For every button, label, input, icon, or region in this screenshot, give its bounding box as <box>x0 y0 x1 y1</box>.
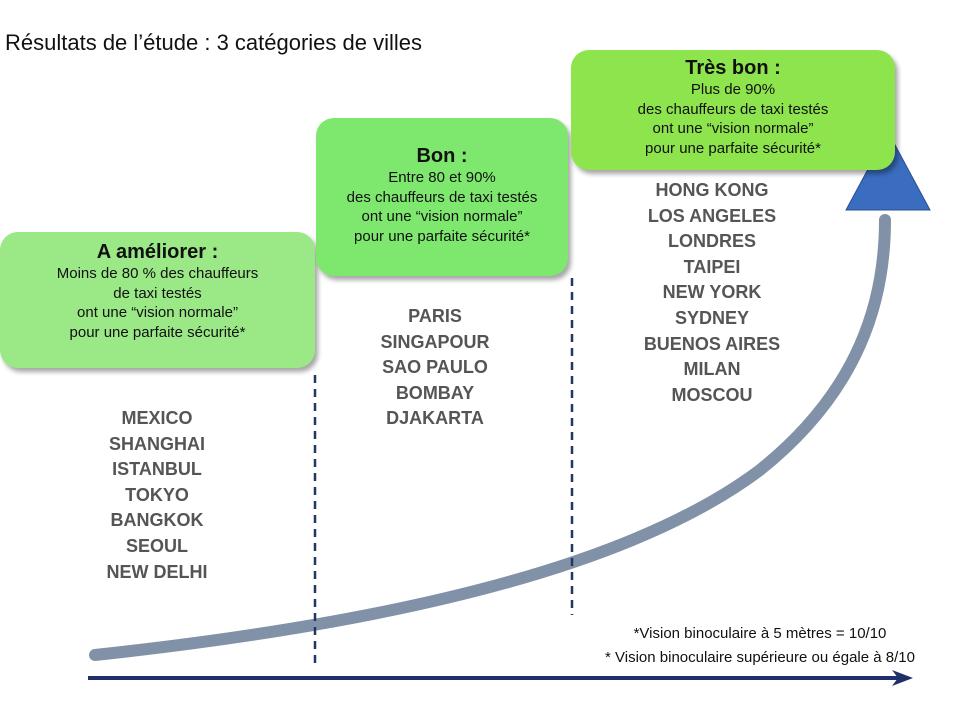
city-item: ISTANBUL <box>112 459 202 480</box>
city-item: TAIPEI <box>683 256 741 277</box>
city-item: NEW YORK <box>662 282 762 303</box>
city-item: SHANGHAI <box>108 433 205 454</box>
arrow-head-icon <box>892 670 913 686</box>
city-item: DJAKARTA <box>386 408 484 429</box>
category-line: de taxi testés <box>113 284 202 302</box>
category-box-tres-bon: Très bon : Plus de 90% des chauffeurs de… <box>571 50 895 170</box>
city-item: NEW DELHI <box>106 561 208 582</box>
city-item: BUENOS AIRES <box>643 333 781 354</box>
city-list-ameliorer: MEXICO SHANGHAI ISTANBUL TOKYO BANGKOK SEOUL N… <box>27 406 287 585</box>
city-item: MOSCOU <box>671 384 753 405</box>
city-item: MILAN <box>683 359 741 380</box>
category-line: ont une “vision normale” <box>361 208 523 225</box>
category-heading: Très bon : <box>685 57 781 79</box>
category-line: pour une parfaite sécurité* <box>354 227 530 245</box>
city-item: HONG KONG <box>655 180 769 200</box>
category-line: Entre 80 et 90% <box>388 169 496 186</box>
city-list-tres-bon: HONG KONG LOS ANGELES LONDRES TAIPEI NEW YOR… <box>582 178 842 408</box>
city-item: TOKYO <box>125 484 189 505</box>
growth-curve <box>89 214 891 661</box>
city-item: LOS ANGELES <box>647 205 777 226</box>
city-list-bon: PARIS SINGAPOUR SAO PAULO BOMBAY DJAKARTA <box>305 304 565 432</box>
city-item: LONDRES <box>667 231 756 252</box>
category-heading: A améliorer : <box>96 241 219 263</box>
slide-title: Résultats de l’étude : 3 catégories de v… <box>5 30 423 55</box>
category-box-bon: Bon : Entre 80 et 90% des chauffeurs de … <box>316 118 568 276</box>
category-line: des chauffeurs de taxi testés <box>346 188 538 206</box>
city-item: SEOUL <box>125 535 188 556</box>
category-box-ameliorer: A améliorer : Moins de 80 % des chauffeu… <box>0 232 315 368</box>
city-item: SINGAPOUR <box>380 331 490 352</box>
category-heading: Bon : <box>416 145 468 167</box>
city-item: SAO PAULO <box>382 357 488 378</box>
category-line: Moins de 80 % des chauffeurs <box>56 265 259 282</box>
category-line: ont une “vision normale” <box>77 304 238 321</box>
category-line: Plus de 90% <box>690 81 776 98</box>
city-item: MEXICO <box>121 408 193 428</box>
footnote-2: * Vision binoculaire supérieure ou égale… <box>605 649 915 666</box>
city-item: BOMBAY <box>395 382 475 403</box>
category-line: ont une “vision normale” <box>652 120 814 137</box>
category-line: pour une parfaite sécurité* <box>645 139 821 157</box>
triangle-peak-icon <box>845 130 931 211</box>
category-line: des chauffeurs de taxi testés <box>637 100 829 118</box>
city-item: BANGKOK <box>110 510 204 531</box>
city-item: PARIS <box>408 306 462 326</box>
category-line: pour une parfaite sécurité* <box>69 323 246 341</box>
city-item: SYDNEY <box>674 307 750 328</box>
footnote-1: *Vision binoculaire à 5 mètres = 10/10 <box>633 625 887 642</box>
